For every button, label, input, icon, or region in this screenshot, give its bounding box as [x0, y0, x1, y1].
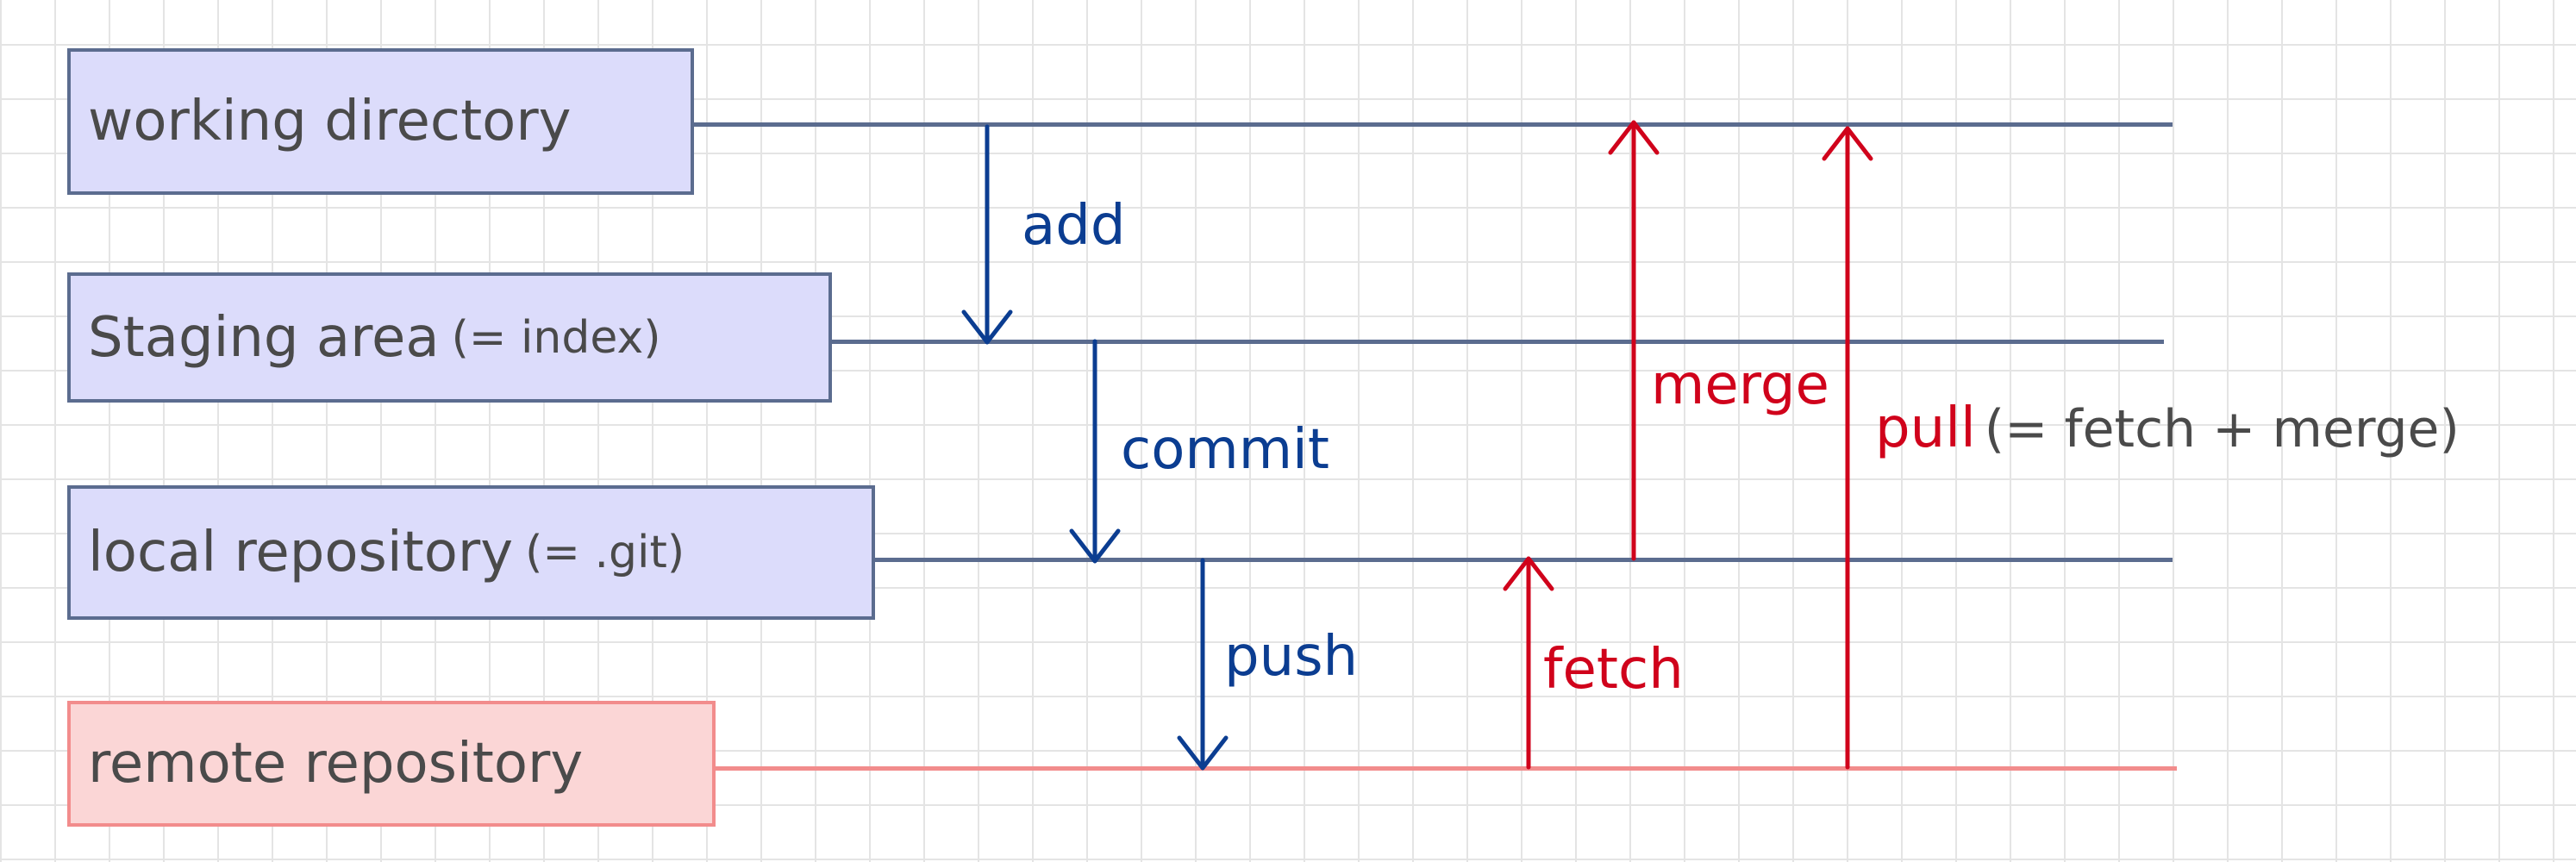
local-repository-note: (= .git) — [525, 527, 685, 578]
commit-label: commit — [1121, 418, 1329, 482]
local-repository-line — [875, 558, 2173, 562]
working-directory-line — [694, 122, 2173, 127]
pull-label-note: (= fetch + merge) — [1984, 399, 2460, 459]
staging-area-label: Staging area — [88, 305, 440, 370]
commit-arrow — [1069, 339, 1121, 564]
pull-arrow — [1822, 126, 1873, 770]
add-arrow — [961, 124, 1013, 345]
remote-repository-line — [716, 766, 2177, 771]
fetch-arrow — [1503, 556, 1554, 770]
working-directory-label: working directory — [88, 90, 572, 153]
remote-repository-box: remote repository — [67, 701, 716, 827]
staging-area-box: Staging area (= index) — [67, 272, 832, 403]
staging-area-note: (= index) — [451, 311, 661, 364]
fetch-label: fetch — [1543, 638, 1684, 702]
pull-label-text: pull — [1875, 397, 1976, 460]
merge-arrow — [1608, 120, 1660, 561]
add-label: add — [1022, 194, 1126, 258]
push-label: push — [1224, 625, 1359, 689]
staging-area-line — [832, 340, 2164, 344]
remote-repository-label: remote repository — [88, 732, 584, 796]
pull-label: pull(= fetch + merge) — [1875, 401, 2460, 456]
merge-label: merge — [1651, 353, 1829, 417]
local-repository-label: local repository — [88, 521, 514, 584]
working-directory-box: working directory — [67, 48, 694, 195]
local-repository-box: local repository (= .git) — [67, 485, 875, 620]
push-arrow — [1177, 558, 1229, 771]
